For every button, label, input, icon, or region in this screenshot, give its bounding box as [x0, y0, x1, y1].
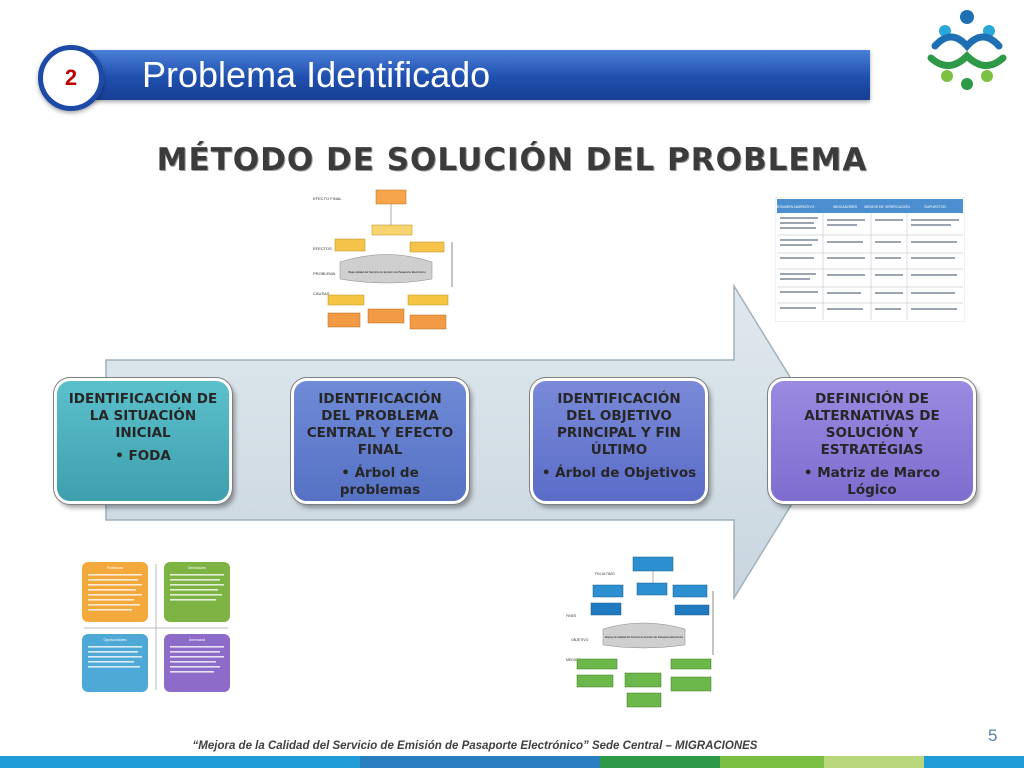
- foda-quadrant-label: Amenazas: [189, 638, 206, 642]
- logframe-header: SUPUESTOS: [924, 205, 946, 209]
- step-objective-tree: IDENTIFICACIÓN DEL OBJETIVO PRINCIPAL Y …: [529, 377, 709, 505]
- step-heading: IDENTIFICACIÓN DEL PROBLEMA CENTRAL Y EF…: [306, 391, 454, 458]
- step-bullet: • FODA: [115, 448, 171, 464]
- section-number-badge: 2: [38, 45, 104, 111]
- objective-tree-central: Mejorar la Calidad del Servicio de Emisi…: [605, 635, 684, 639]
- page-title: Problema Identificado: [142, 54, 491, 95]
- foda-quadrant-label: Fortalezas: [107, 566, 124, 570]
- section-title: MÉTODO DE SOLUCIÓN DEL PROBLEMA: [156, 142, 868, 178]
- problem-tree-label: EFECTOS: [313, 246, 332, 251]
- problem-tree-label: CAUSAS: [313, 291, 330, 296]
- problem-tree-central: Baja calidad del Servicio de Emisión de …: [348, 270, 426, 274]
- logframe-header: MEDIOS DE VERIFICACIÓN: [864, 204, 910, 209]
- page-number: 5: [988, 726, 998, 745]
- objective-tree-label: FIN ÚLTIMO: [595, 572, 615, 576]
- objective-tree-thumbnail: FIN ÚLTIMO FINES OBJETIVO MEDIOS Mejorar…: [563, 555, 723, 710]
- problem-tree-label: EFECTO FINAL: [313, 196, 342, 201]
- step-problem-tree: IDENTIFICACIÓN DEL PROBLEMA CENTRAL Y EF…: [290, 377, 470, 505]
- logframe-header: INDICADORES: [833, 205, 858, 209]
- migraciones-logo-icon: [927, 10, 1007, 90]
- objective-tree-label: MEDIOS: [566, 658, 580, 662]
- foda-thumbnail: Fortalezas Debilidades Oportunidades Ame…: [80, 560, 232, 694]
- logframe-thumbnail: RESUMEN NARRATIVO INDICADORES MEDIOS DE …: [775, 197, 965, 322]
- step-heading: IDENTIFICACIÓN DE LA SITUACIÓN INICIAL: [68, 391, 218, 441]
- foda-quadrant-label: Debilidades: [188, 566, 207, 570]
- logframe-header: RESUMEN NARRATIVO: [776, 205, 815, 209]
- step-situation-analysis: IDENTIFICACIÓN DE LA SITUACIÓN INICIAL •…: [53, 377, 233, 505]
- step-bullet: • Árbol de Objetivos: [541, 465, 697, 481]
- footer-caption: “Mejora de la Calidad del Servicio de Em…: [192, 740, 758, 752]
- problem-tree-thumbnail: EFECTO FINAL EFECTOS PROBLEMA CAUSAS Baj…: [310, 187, 465, 337]
- step-heading: IDENTIFICACIÓN DEL OBJETIVO PRINCIPAL Y …: [557, 391, 681, 458]
- title-bar: [66, 50, 870, 100]
- footer-color-strip: [0, 756, 1024, 768]
- objective-tree-label: FINES: [566, 614, 577, 618]
- step-bullet: • Árbol de problemas: [339, 465, 421, 498]
- step-logical-framework: DEFINICIÓN DE ALTERNATIVAS DE SOLUCIÓN Y…: [767, 377, 977, 505]
- step-bullet: • Matriz de Marco Lógico: [803, 465, 941, 498]
- problem-tree-label: PROBLEMA: [313, 271, 336, 276]
- objective-tree-label: OBJETIVO: [571, 638, 589, 642]
- foda-quadrant-label: Oportunidades: [104, 638, 127, 642]
- step-heading: DEFINICIÓN DE ALTERNATIVAS DE SOLUCIÓN Y…: [804, 391, 940, 458]
